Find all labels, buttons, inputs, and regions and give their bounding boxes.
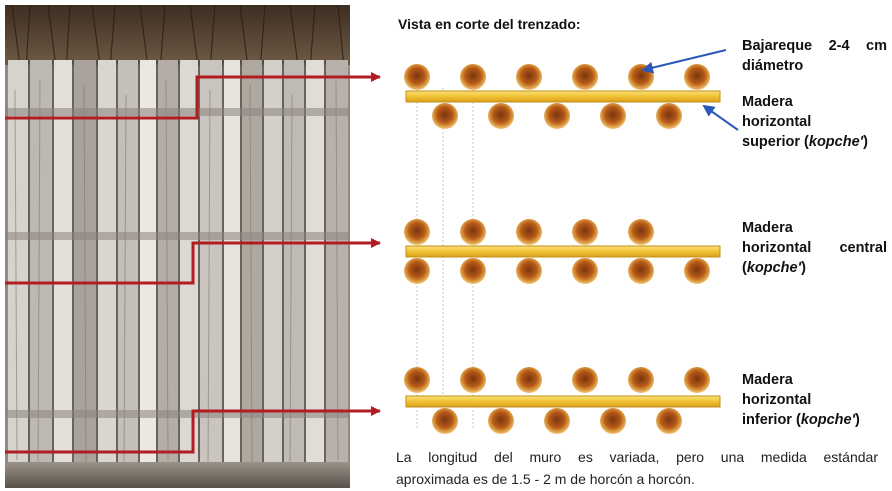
caption-line2: aproximada es de 1.5 - 2 m de horcón a h… [396,471,695,487]
label-superior-line1: Madera [742,94,793,110]
label-superior-pre: superior ( [742,134,809,150]
label-inferior-line3: inferior (kopche') [742,410,887,430]
callout-bajareque [641,49,727,74]
beam-superior [405,90,721,103]
label-inferior-post: ) [855,412,860,428]
diagram-title: Vista en corte del trenzado: [398,16,581,32]
label-inferior-em: kopche' [800,412,856,428]
bottom-poles [432,103,682,129]
label-madera-central: Madera horizontal central (kopche') [742,218,887,278]
top-poles [404,367,710,393]
label-superior-line2: horizontal [742,114,812,130]
top-poles [404,219,654,245]
beam-inferior [405,395,721,408]
label-bajareque-line1: Bajareque 2-4 cm [742,38,887,54]
caption: La longitud del muro es variada, pero un… [396,446,878,490]
label-inferior-line1: Madera [742,372,793,388]
label-central-em: kopche' [746,260,802,276]
caption-line1: La longitud del muro es variada, pero un… [396,449,878,465]
label-central-line2: horizontal central [742,240,887,256]
label-central-pre: ( [742,260,747,276]
label-superior-line3: superior (kopche') [742,132,887,152]
bottom-poles [404,258,710,284]
arrow-inferior [5,406,381,454]
label-central-line3: (kopche') [742,258,887,278]
wall-photo [5,4,350,488]
braid-row-central [404,219,721,284]
braid-row-inferior [404,367,721,434]
beam-central [405,245,721,258]
callout-madera-superior [702,104,739,131]
label-central-post: ) [801,260,806,276]
top-poles [404,64,710,90]
label-superior-post: ) [863,134,868,150]
braid-row-superior [404,64,721,129]
label-inferior-pre: inferior ( [742,412,801,428]
label-bajareque: Bajareque 2-4 cm diámetro [742,36,887,76]
label-bajareque-line2: diámetro [742,58,804,74]
arrow-superior [5,72,381,120]
label-madera-superior: Madera horizontal superior (kopche') [742,92,887,152]
label-central-line1: Madera [742,220,793,236]
label-superior-em: kopche' [808,134,864,150]
bottom-poles [432,408,682,434]
blue-callouts [641,49,739,131]
label-inferior-line2: horizontal [742,392,812,408]
red-arrows [5,72,381,454]
arrow-central [5,238,381,285]
label-madera-inferior: Madera horizontal inferior (kopche') [742,370,887,430]
